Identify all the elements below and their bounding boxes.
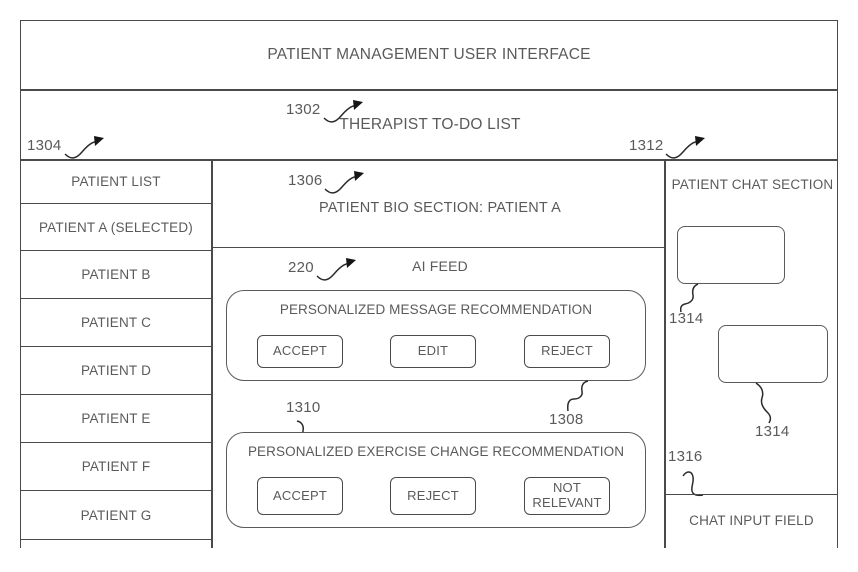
message-recommendation-card: PERSONALIZED MESSAGE RECOMMENDATION ACCE… [226,290,646,381]
ref-220-number: 220 [288,259,314,276]
ref-1314-number-top: 1314 [669,310,704,327]
exercise-reject-button[interactable]: REJECT [390,477,476,515]
ref-1312-number: 1312 [629,137,664,154]
chat-input-field[interactable]: CHAT INPUT FIELD [689,513,814,529]
message-reject-button[interactable]: REJECT [524,335,610,368]
ref-1310-number: 1310 [286,399,321,416]
ref-1316-number: 1316 [668,448,703,465]
patient-bio-title: PATIENT BIO SECTION: PATIENT A [318,199,562,216]
message-accept-button[interactable]: ACCEPT [257,335,343,368]
exercise-recommendation-card: PERSONALIZED EXERCISE CHANGE RECOMMENDAT… [226,432,646,528]
banner-row [20,20,838,90]
chat-section-title: PATIENT CHAT SECTION [671,177,834,193]
ref-1302-number: 1302 [286,101,321,118]
chat-message-bubble [677,226,785,284]
page-title: PATIENT MANAGEMENT USER INTERFACE [267,46,591,64]
patient-list-header: PATIENT LIST [20,160,212,204]
chat-message-bubble [718,325,828,383]
ref-1304-number: 1304 [27,137,62,154]
patient-list-item-f[interactable]: PATIENT F [20,443,212,491]
patient-list-item-e[interactable]: PATIENT E [20,395,212,443]
ref-1308-number: 1308 [549,411,584,428]
patient-bio-section [212,160,665,248]
patient-list-item-c[interactable]: PATIENT C [20,299,212,347]
message-recommendation-heading: PERSONALIZED MESSAGE RECOMMENDATION [279,302,593,317]
patient-list-item-g[interactable]: PATIENT G [20,491,212,540]
exercise-not-relevant-button[interactable]: NOT RELEVANT [524,477,610,515]
exercise-recommendation-heading: PERSONALIZED EXERCISE CHANGE RECOMMENDAT… [247,444,625,459]
exercise-accept-button[interactable]: ACCEPT [257,477,343,515]
ref-1314-number-bottom: 1314 [755,423,790,440]
message-edit-button[interactable]: EDIT [390,335,476,368]
todo-list-title: THERAPIST TO-DO LIST [339,116,521,134]
ai-feed-title: AI FEED [412,258,468,275]
chat-input-divider [665,494,838,495]
ref-1306-number: 1306 [288,172,323,189]
patient-list-item-b[interactable]: PATIENT B [20,251,212,299]
patient-list-item-a[interactable]: PATIENT A (SELECTED) [20,204,212,251]
todo-row [20,90,838,160]
patient-list-item-d[interactable]: PATIENT D [20,347,212,395]
